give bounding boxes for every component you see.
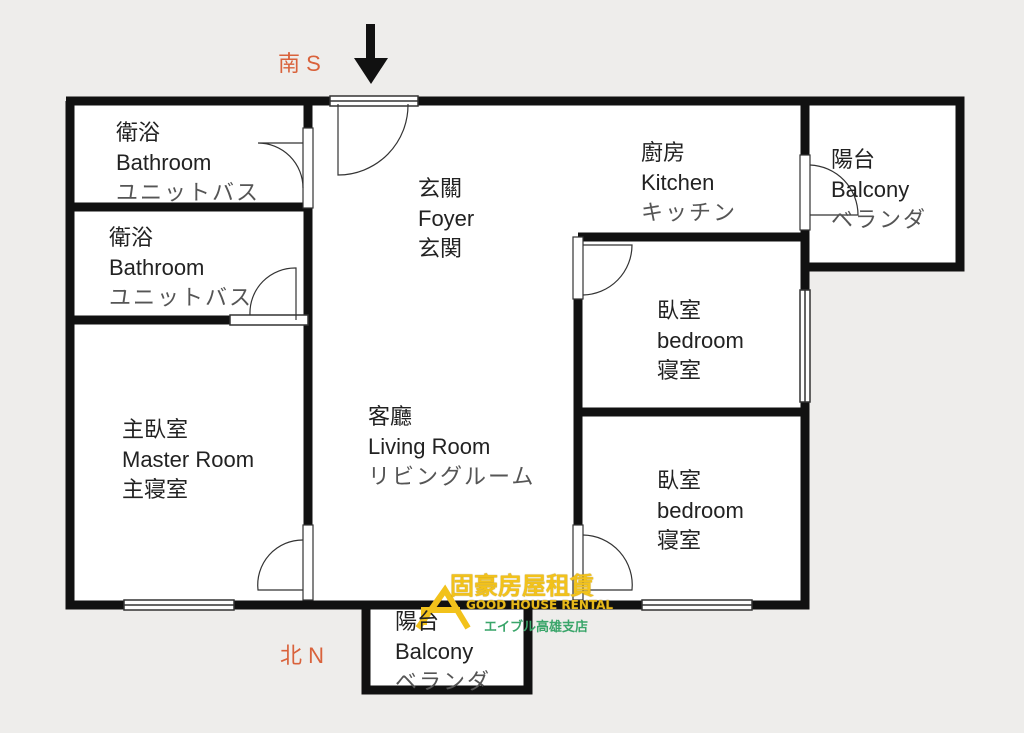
room-fills — [70, 101, 958, 690]
room-name-jp: ベランダ — [831, 207, 928, 232]
room-name-zh: 客廳 — [368, 404, 413, 429]
room-name-jp: ベランダ — [395, 669, 492, 694]
room-name-en: Balcony — [395, 639, 474, 664]
room-name-jp: ユニットバス — [116, 180, 261, 205]
room-bedroom-2: 臥室 bedroom 寝室 — [657, 466, 744, 556]
room-name-en: Balcony — [831, 177, 910, 202]
room-bedroom-1: 臥室 bedroom 寝室 — [657, 296, 744, 386]
south-label: 南 S — [278, 51, 321, 76]
room-name-jp: 玄関 — [418, 236, 463, 261]
room-name-jp: リビングルーム — [368, 464, 536, 489]
room-balcony-top: 陽台 Balcony ベランダ — [831, 145, 927, 235]
room-name-jp: 主寝室 — [122, 477, 189, 502]
house-logo-icon — [415, 584, 471, 630]
entrance-arrow-icon — [354, 24, 388, 84]
room-name-en: Foyer — [418, 206, 475, 231]
logo-text-en: GOOD HOUSE RENTAL — [466, 598, 614, 612]
doors — [249, 103, 859, 601]
room-name-en: bedroom — [657, 498, 744, 523]
room-living: 客廳 Living Room リビングルーム — [368, 402, 535, 492]
room-name-jp: 寝室 — [657, 528, 702, 553]
room-name-jp: キッチン — [641, 200, 738, 225]
room-bathroom-1: 衛浴 Bathroom ユニットバス — [116, 118, 260, 208]
room-name-zh: 衛浴 — [116, 120, 161, 145]
logo-text-cn: 固豪房屋租賃 — [450, 572, 594, 600]
room-bathroom-2: 衛浴 Bathroom ユニットバス — [109, 223, 253, 313]
room-name-zh: 臥室 — [657, 468, 702, 493]
windows — [123, 95, 811, 611]
room-foyer: 玄關 Foyer 玄関 — [418, 174, 474, 264]
room-balcony-bottom: 陽台 Balcony ベランダ — [395, 607, 491, 697]
room-name-zh: 陽台 — [395, 609, 440, 634]
room-name-en: Master Room — [122, 447, 255, 472]
room-name-en: Living Room — [368, 434, 491, 459]
room-master: 主臥室 Master Room 主寝室 — [122, 415, 254, 505]
room-name-en: Bathroom — [116, 150, 212, 175]
logo-text-jp: エイブル高雄支店 — [484, 620, 589, 635]
room-name-jp: 寝室 — [657, 358, 702, 383]
room-name-zh: 衛浴 — [109, 225, 154, 250]
room-kitchen: 廚房 Kitchen キッチン — [641, 138, 737, 228]
north-label: 北 N — [280, 643, 325, 668]
room-name-en: Bathroom — [109, 255, 205, 280]
room-name-zh: 主臥室 — [122, 417, 189, 442]
room-name-zh: 玄關 — [418, 176, 463, 201]
room-name-en: Kitchen — [641, 170, 715, 195]
room-name-en: bedroom — [657, 328, 744, 353]
room-name-zh: 臥室 — [657, 298, 702, 323]
room-name-zh: 陽台 — [831, 147, 876, 172]
room-name-jp: ユニットバス — [109, 285, 254, 310]
room-name-zh: 廚房 — [641, 140, 686, 165]
